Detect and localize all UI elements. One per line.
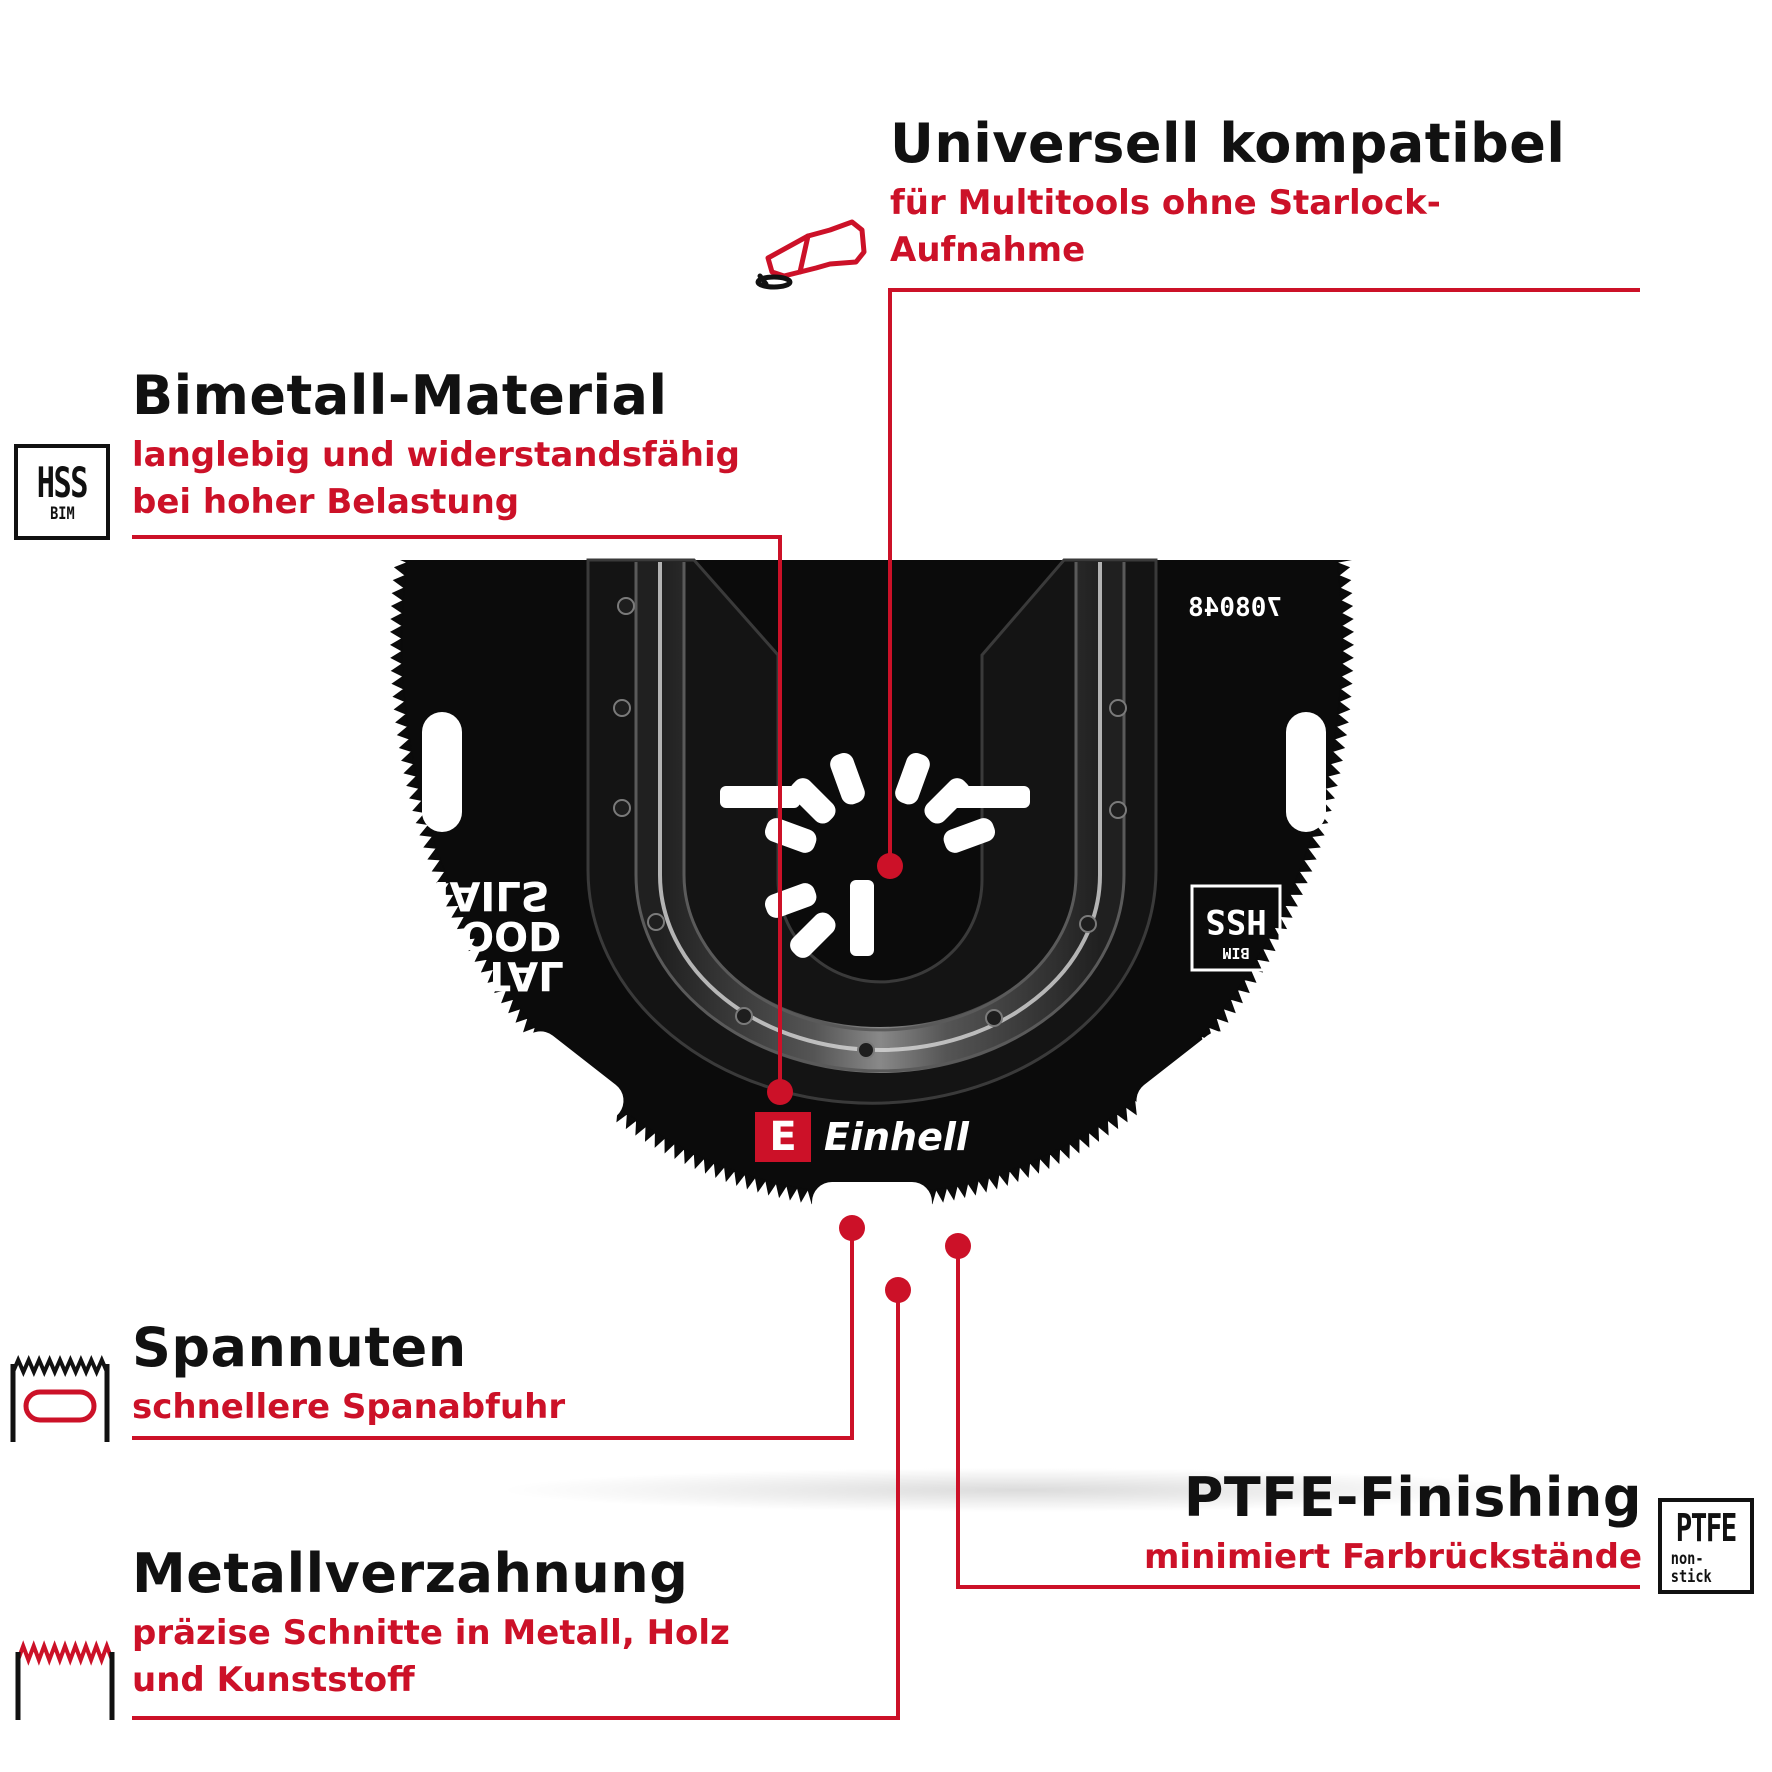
- blade-hss-stamp: HSS BIM: [1190, 884, 1282, 972]
- callout-dot-compat: [877, 853, 903, 879]
- callout-dot-ptfe: [945, 1233, 971, 1259]
- feature-teeth: Metallverzahnung präzise Schnitte in Met…: [132, 1542, 730, 1704]
- material-text-line: WOOD: [416, 912, 561, 958]
- feature-spannuten: Spannuten schnellere Spanabfuhr: [132, 1316, 565, 1431]
- star-slot: [764, 818, 817, 853]
- hss-bim-badge: HSS BIM: [14, 444, 110, 540]
- feature-compat: Universell kompatibel für Multitools ohn…: [890, 112, 1565, 274]
- ptfe-badge: PTFE non-stick: [1658, 1498, 1754, 1594]
- metal-teeth-icon: [15, 1640, 115, 1720]
- feature-description: minimiert Farbrückstände: [1144, 1534, 1642, 1581]
- brand-logo-mark: E: [769, 1114, 796, 1160]
- star-slot: [764, 883, 817, 918]
- hss-badge-main: HSS: [36, 458, 89, 507]
- ptfe-badge-sub: non-stick: [1670, 1549, 1712, 1587]
- mount-plate: [586, 558, 1158, 1105]
- callout-dot-bimetal: [767, 1079, 793, 1105]
- star-slot: [895, 752, 930, 805]
- callout-line-spannuten: [132, 1228, 854, 1440]
- rivet: [1109, 699, 1127, 717]
- feature-title: PTFE-Finishing: [1183, 1466, 1642, 1529]
- ptfe-badge-main: PTFE: [1675, 1506, 1738, 1550]
- feature-description-line: präzise Schnitte in Metall, Holz: [132, 1613, 730, 1653]
- rivet: [985, 1009, 1003, 1027]
- rivet: [1109, 801, 1127, 819]
- blade-stamp-sub: BIM: [1222, 944, 1249, 962]
- brand-logo: E Einhell: [755, 1112, 970, 1162]
- feature-title: Bimetall-Material: [132, 364, 668, 427]
- rivet: [613, 699, 631, 717]
- material-text-line: NAILS: [416, 872, 550, 918]
- star-slot: [720, 786, 800, 808]
- mount-channel-inner-outline: [682, 562, 1078, 1032]
- part-number: 708048: [1188, 593, 1282, 623]
- feature-description-line: langlebig und widerstandsfähig: [132, 435, 740, 475]
- star-slot: [830, 752, 865, 805]
- callout-line-teeth: [132, 1290, 900, 1720]
- chip-slot-left: [422, 712, 462, 832]
- chip-slot-lower-right: [1136, 1031, 1240, 1121]
- feature-description-line: für Multitools ohne Starlock-: [890, 183, 1441, 223]
- chip-slot-bottom: [812, 1182, 932, 1222]
- feature-title: Universell kompatibel: [890, 112, 1566, 175]
- multitool-icon: [755, 219, 867, 290]
- callout-line-ptfe: [956, 1246, 1640, 1589]
- feature-title: Metallverzahnung: [132, 1542, 689, 1605]
- saw-blade: 708048 METAL WOOD NAILS HSS BIM E Einhel…: [389, 558, 1355, 1222]
- mount-channel-highlight: [658, 562, 1102, 1052]
- spannuten-icon: [10, 1354, 110, 1442]
- star-slot: [850, 880, 874, 956]
- rivet: [1079, 915, 1097, 933]
- star-slot: [943, 818, 996, 853]
- callout-line-bimetal: [132, 535, 782, 1092]
- brand-logo-text: Einhell: [824, 1115, 970, 1159]
- star-slot: [950, 786, 1030, 808]
- feature-description: langlebig und widerstandsfähig bei hoher…: [132, 432, 740, 526]
- mount-rivets: [613, 597, 1127, 1059]
- callout-line-compat: [888, 288, 1640, 866]
- feature-description-line: schnellere Spanabfuhr: [132, 1387, 566, 1427]
- feature-description: für Multitools ohne Starlock- Aufnahme: [890, 180, 1565, 274]
- mount-star-slots: [720, 752, 1030, 958]
- rivet: [647, 913, 665, 931]
- feature-description-line: minimiert Farbrückstände: [1144, 1537, 1642, 1577]
- feature-description-line: und Kunststoff: [132, 1660, 415, 1700]
- material-text: METAL WOOD NAILS: [416, 872, 564, 998]
- material-text-line: METAL: [416, 952, 564, 998]
- blade-shadow: [500, 1468, 1540, 1512]
- rivet: [735, 1007, 753, 1025]
- feature-title: Spannuten: [132, 1316, 467, 1379]
- feature-description-line: Aufnahme: [890, 230, 1086, 270]
- feature-description: präzise Schnitte in Metall, Holz und Kun…: [132, 1610, 730, 1704]
- mount-channel-outline: [634, 562, 1126, 1073]
- callout-lines: [132, 288, 1640, 1720]
- callout-dots: [767, 853, 971, 1303]
- rivet: [617, 597, 635, 615]
- feature-description-line: bei hoher Belastung: [132, 482, 520, 522]
- feature-ptfe: PTFE-Finishing minimiert Farbrückstände: [1144, 1466, 1642, 1581]
- callout-dot-spannuten: [839, 1215, 865, 1241]
- chip-slot-right: [1286, 712, 1326, 832]
- star-slot: [790, 912, 836, 958]
- feature-bimetal: Bimetall-Material langlebig und widersta…: [132, 364, 740, 526]
- hss-badge-sub: BIM: [49, 504, 75, 524]
- rivet: [613, 799, 631, 817]
- feature-description: schnellere Spanabfuhr: [132, 1384, 565, 1431]
- blade-stamp-main: HSS: [1205, 901, 1266, 941]
- rivet: [857, 1041, 875, 1059]
- chip-slot-lower-left: [520, 1031, 624, 1121]
- callout-dot-teeth: [885, 1277, 911, 1303]
- star-slot: [790, 778, 836, 824]
